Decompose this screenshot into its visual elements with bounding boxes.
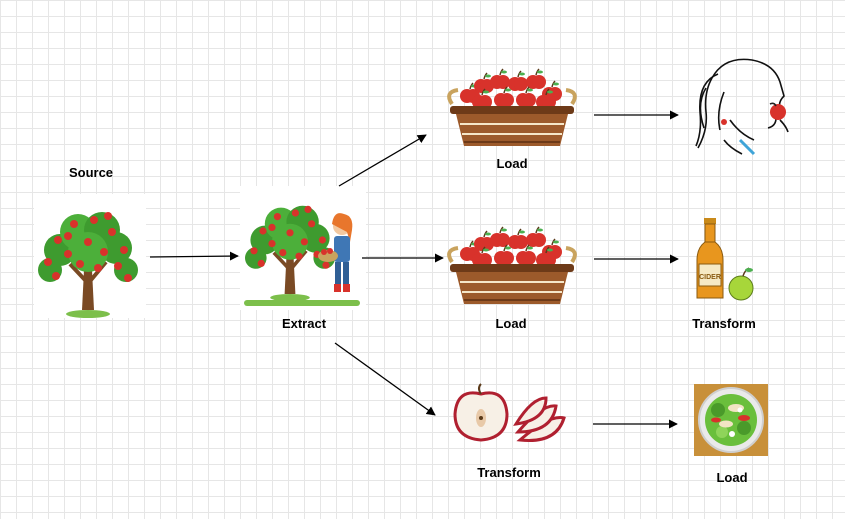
load-top-label: Load [496, 156, 527, 171]
transform-bottom-node: Transform [453, 383, 566, 480]
load-mid-label: Load [495, 316, 526, 331]
load-mid-node: Load [449, 227, 575, 331]
transform-mid-label: Transform [692, 316, 756, 331]
arrow-extract-to-load-top [338, 134, 427, 187]
load-bottom-node: Load [694, 384, 768, 485]
extract-label: Extract [282, 316, 327, 331]
apple-salad-bowl-icon [694, 384, 768, 456]
apple-basket-icon [449, 69, 575, 146]
cider-bottle-and-apple-icon: CIDER [696, 218, 754, 301]
consumer-node [695, 58, 789, 156]
transform-bottom-label: Transform [477, 465, 541, 480]
arrow-extract-to-transform-bottom [334, 342, 436, 416]
arrow-source-to-extract [149, 251, 239, 261]
extract-node: Extract [240, 186, 366, 331]
load-bottom-label: Load [716, 470, 747, 485]
load-top-node: Load [449, 69, 575, 171]
source-label: Source [69, 165, 113, 180]
transform-mid-node: CIDER Transform [692, 218, 756, 331]
apple-slices-icon [453, 383, 566, 443]
woman-eating-apple-icon [695, 58, 789, 156]
source-node: Source [34, 165, 146, 320]
farmer-picking-apples-icon [243, 204, 360, 306]
apple-basket-icon [449, 227, 575, 304]
cider-bottle-label: CIDER [699, 274, 721, 281]
